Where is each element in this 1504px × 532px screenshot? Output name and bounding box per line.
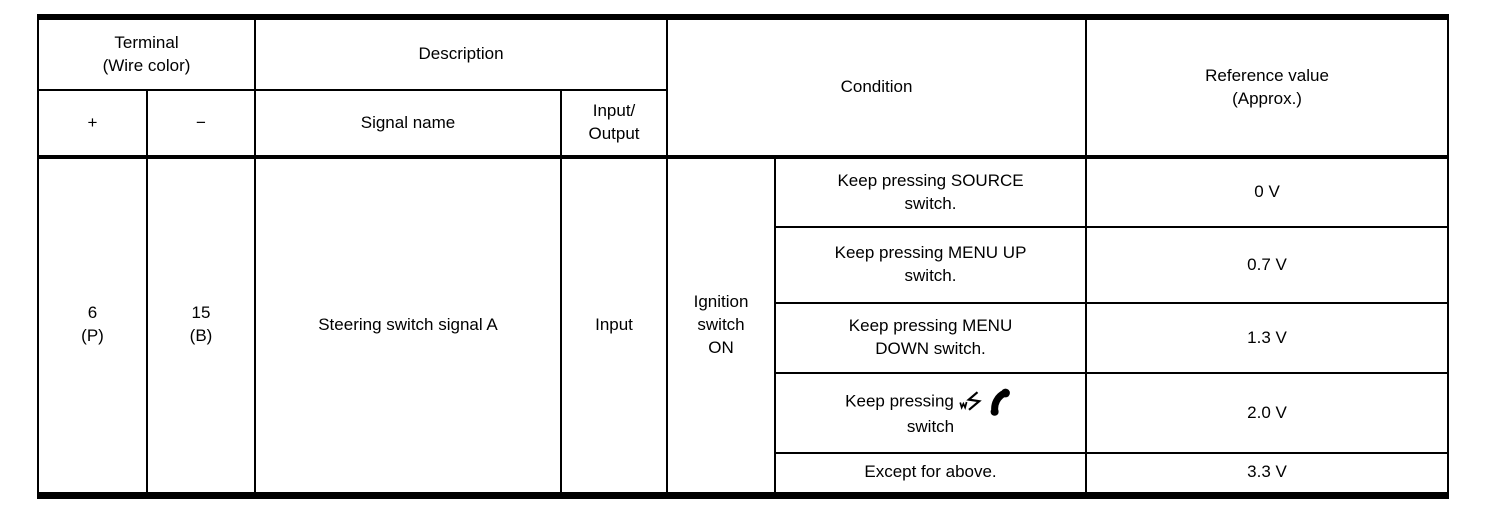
reference-value: 0 V [1085, 155, 1450, 228]
condition-text: Keep pressing SOURCE [837, 170, 1024, 190]
header-signal-name: Signal name [254, 89, 562, 159]
header-input-output: Input/ Output [559, 89, 669, 159]
condition-text: Keep pressing MENU [848, 316, 1013, 336]
header-condition: Condition [666, 14, 1088, 158]
condition-text: Keep pressing MENU UP [834, 243, 1027, 263]
condition-text: switch [906, 416, 955, 436]
header-terminal-plus: + [37, 89, 148, 159]
condition-except-above: Except for above. [774, 452, 1088, 496]
cell-terminal-plus: 6 (P) [37, 155, 148, 496]
condition-text: DOWN switch. [875, 339, 986, 358]
condition-text: switch. [904, 193, 957, 213]
reference-value: 2.0 V [1085, 372, 1450, 454]
phone-handset-icon [988, 388, 1014, 416]
header-terminal: Terminal (Wire color) [37, 14, 256, 91]
header-terminal-minus: − [146, 89, 256, 159]
condition-text: Keep pressing [845, 391, 954, 411]
reference-value: 1.3 V [1085, 302, 1450, 374]
header-reference-value: Reference value (Approx.) [1085, 14, 1450, 158]
condition-text: switch. [904, 266, 957, 285]
condition-source-switch: Keep pressing SOURCE switch. [774, 155, 1088, 228]
condition-menu-down-switch: Keep pressing MENU DOWN switch. [774, 302, 1088, 374]
condition-menu-up-switch: Keep pressing MENU UP switch. [774, 226, 1088, 304]
reference-value: 0.7 V [1085, 226, 1450, 304]
cell-terminal-minus: 15 (B) [146, 155, 256, 496]
cell-ignition-condition: Ignition switch ON [666, 155, 777, 496]
cell-input-output: Input [559, 155, 669, 496]
header-description: Description [253, 14, 669, 91]
condition-text: Except for above. [864, 462, 997, 482]
cell-signal-name: Steering switch signal A [254, 155, 562, 496]
reference-value: 3.3 V [1085, 452, 1450, 496]
terminal-reference-table: Terminal (Wire color) Description Condit… [37, 14, 1450, 499]
condition-voice-phone-switch: Keep pressing switch [774, 372, 1088, 454]
voice-command-icon [958, 390, 982, 413]
